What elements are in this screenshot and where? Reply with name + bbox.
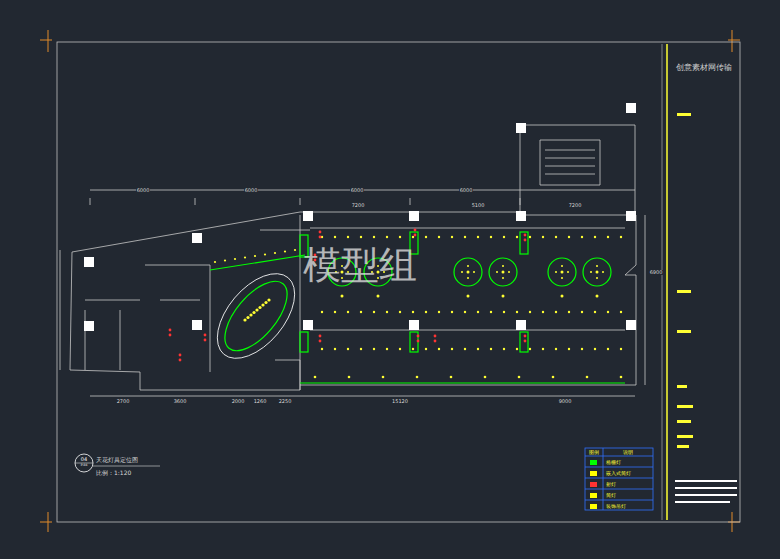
dimension-label: 5100	[471, 203, 486, 208]
drawing-number-badge: 04P-04	[75, 454, 93, 472]
legend-text: 筒灯	[606, 493, 616, 498]
watermark: 模型组	[303, 246, 417, 284]
legend-swatch	[590, 460, 597, 465]
dimension-label: 比例：1:120	[96, 470, 131, 476]
legend-swatch	[590, 504, 597, 509]
badge-text: P-04	[75, 464, 93, 467]
dimension-label: 6000	[136, 188, 151, 193]
legend-text: 射灯	[606, 482, 616, 487]
dimension-label: 2000	[231, 399, 246, 404]
dimension-label: 2700	[116, 399, 131, 404]
dimension-label: 说明	[623, 450, 633, 455]
legend-text: 嵌入式筒灯	[606, 471, 631, 476]
dimension-label: 9000	[558, 399, 573, 404]
badge-text: 04	[75, 457, 93, 462]
dimension-label: 创意素材网传输	[676, 64, 732, 72]
drawing-title: 天花灯具定位图	[96, 457, 138, 463]
legend-text: 装饰吊灯	[606, 504, 626, 509]
dimension-label: 图例	[589, 450, 599, 455]
legend-swatch	[590, 493, 597, 498]
dimension-label: 15120	[391, 399, 409, 404]
dimension-label: 6000	[350, 188, 365, 193]
dimension-label: 6000	[459, 188, 474, 193]
dimension-label: 3600	[173, 399, 188, 404]
legend-swatch	[590, 471, 597, 476]
dimension-label: 7200	[568, 203, 583, 208]
dimension-label: 7200	[351, 203, 366, 208]
legend-swatch	[590, 482, 597, 487]
dimension-label: 6000	[244, 188, 259, 193]
legend-text: 格栅灯	[606, 460, 621, 465]
dimension-label: 6900	[649, 270, 664, 275]
dimension-label: 1260	[253, 399, 268, 404]
dimension-label: 2250	[278, 399, 293, 404]
